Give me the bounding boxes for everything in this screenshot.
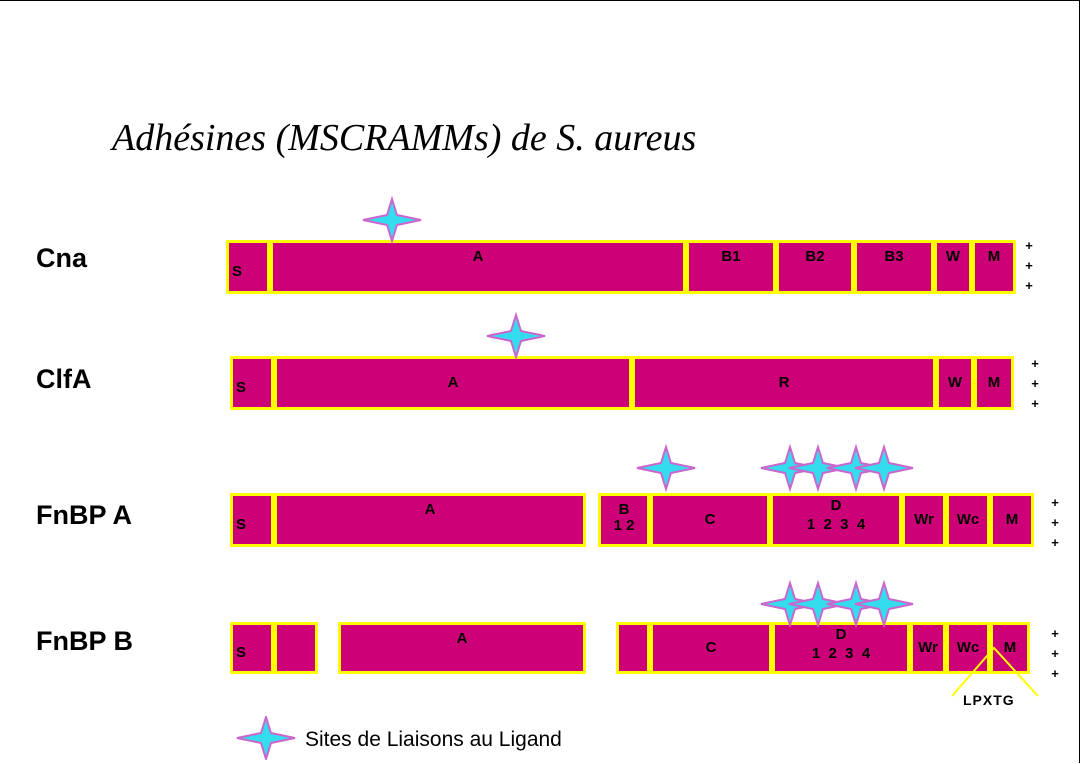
lpxtg-bracket [951, 646, 1039, 697]
ligand-binding-site-icon [788, 443, 848, 493]
cna-domain-a: A [270, 240, 686, 294]
row-label-clfa: ClfA [36, 364, 92, 394]
ligand-binding-site-icon [486, 311, 546, 361]
ligand-binding-site-icon [854, 443, 914, 493]
charge-plus: + [1025, 238, 1033, 253]
charge-plus: + [1051, 515, 1059, 530]
clfa-domain-a: A [274, 356, 632, 410]
fnbpb-domain-unlabeled-1 [274, 622, 318, 674]
fnbpb-domain-wr: Wr [910, 622, 946, 674]
cna-domain-s: S [226, 240, 270, 294]
row-label-fnbpb: FnBP B [36, 626, 134, 656]
legend-label: Sites de Liaisons au Ligand [305, 728, 562, 751]
cna-domain-b1: B1 [686, 240, 776, 294]
clfa-domain-s: S [230, 356, 274, 410]
ligand-binding-site-icon [362, 195, 422, 245]
ligand-binding-site-icon [854, 579, 914, 629]
charge-plus: + [1025, 258, 1033, 273]
fnbpb-domain-m: M [990, 622, 1030, 674]
cna-domain-w: W [934, 240, 972, 294]
fnbpb-domain-wc: Wc [946, 622, 990, 674]
fnbpb-domain-s: S [230, 622, 274, 674]
charge-plus: + [1025, 278, 1033, 293]
fnbpb-domain-unlabeled-2 [616, 622, 650, 674]
clfa-domain-r: R [632, 356, 936, 410]
fnbpb-domain-a: A [338, 622, 586, 674]
ligand-binding-site-icon [236, 716, 296, 760]
ligand-binding-site-icon [636, 443, 696, 493]
charge-plus: + [1031, 356, 1039, 371]
clfa-domain-m: M [974, 356, 1014, 410]
cna-domain-b3: B3 [854, 240, 934, 294]
row-label-fnbpa: FnBP A [36, 500, 133, 530]
cna-domain-b2: B2 [776, 240, 854, 294]
lpxtg-motif-label: LPXTG [963, 692, 1015, 708]
fnbpa-domain-wr: Wr [902, 493, 946, 547]
charge-plus: + [1051, 666, 1059, 681]
ligand-binding-site-icon [788, 579, 848, 629]
charge-plus: + [1051, 646, 1059, 661]
charge-plus: + [1051, 626, 1059, 641]
clfa-domain-w: W [936, 356, 974, 410]
fnbpa-domain-wc: Wc [946, 493, 990, 547]
charge-plus: + [1051, 535, 1059, 550]
fnbpa-domain-m: M [990, 493, 1034, 547]
fnbpa-domain-c: C [650, 493, 770, 547]
charge-plus: + [1051, 495, 1059, 510]
diagram-title: Adhésines (MSCRAMMs) de S. aureus [112, 117, 697, 159]
fnbpa-domain-s: S [230, 493, 274, 547]
fnbpb-domain-c: C [650, 622, 772, 674]
row-label-cna: Cna [36, 243, 88, 273]
fnbpa-domain-a: A [274, 493, 586, 547]
cna-domain-m: M [972, 240, 1016, 294]
charge-plus: + [1031, 376, 1039, 391]
charge-plus: + [1031, 396, 1039, 411]
